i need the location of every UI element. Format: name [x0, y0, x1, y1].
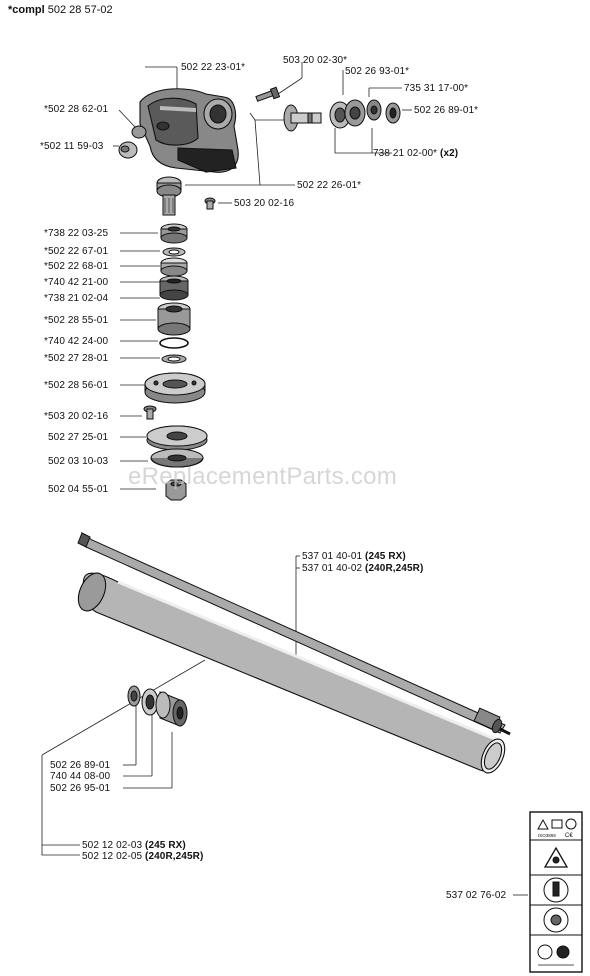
part-label: 502 27 25-01 — [48, 432, 109, 443]
watermark: eReplacementParts.com — [128, 463, 398, 490]
support-cup — [150, 448, 204, 468]
part-label: *503 20 02-16 — [44, 411, 109, 422]
part-label: *738 21 02-04 — [44, 293, 109, 304]
leader-line — [254, 119, 261, 186]
part-label: 502 12 02-05 (240R,245R) — [82, 851, 203, 862]
nut-part — [160, 223, 188, 244]
part-variant: (245 RX) — [145, 840, 186, 851]
drive-shaft — [77, 531, 511, 736]
part-label: 502 04 55-01 — [48, 484, 109, 495]
header-part-number: 502 28 57-02 — [47, 4, 113, 16]
bearing-housing — [157, 302, 191, 336]
part-label: 502 12 02-03 (245 RX) — [82, 840, 186, 851]
part-label: *502 22 68-01 — [44, 261, 109, 272]
part-label: 537 02 76-02 — [446, 890, 507, 901]
part-variant: (240R,245R) — [145, 851, 204, 862]
part-label: 502 26 89-01 — [50, 760, 111, 771]
support-cup — [146, 425, 208, 451]
nut-part — [366, 99, 401, 124]
gear-housing — [139, 88, 239, 173]
part-label: *502 22 67-01 — [44, 246, 109, 257]
part-label: 502 26 95-01 — [50, 783, 111, 794]
header-prefix: *compl — [8, 4, 45, 16]
part-number: 537 01 40-02 — [302, 563, 363, 574]
part-label: *740 42 24-00 — [44, 336, 109, 347]
part-label: 502 03 10-03 — [48, 456, 109, 467]
part-label: 502 26 89-01* — [414, 105, 479, 116]
part-label: *502 27 28-01 — [44, 353, 109, 364]
washer-part — [161, 354, 187, 364]
part-label: 735 31 17-00* — [404, 83, 469, 94]
washer-part — [162, 247, 186, 257]
screw-part — [204, 197, 216, 210]
part-label: *502 11 59-03 — [40, 141, 104, 152]
leader-line — [41, 845, 80, 856]
circlip-part — [159, 337, 189, 349]
part-number: 502 12 02-03 — [82, 840, 143, 851]
part-label: *738 22 03-25 — [44, 228, 109, 239]
screw-part — [143, 405, 157, 420]
part-label: *740 42 21-00 — [44, 277, 109, 288]
part-label: *502 28 56-01 — [44, 380, 109, 391]
bearing-part — [329, 99, 366, 129]
part-label: 537 01 40-01 (245 RX) — [302, 551, 406, 562]
warning-decal: C€ ISO3869 — [529, 811, 583, 973]
flange-part — [144, 372, 206, 404]
decal-ce-mark: C€ — [565, 833, 573, 839]
part-number: 502 12 02-05 — [82, 851, 143, 862]
part-label: 502 26 93-01* — [345, 66, 410, 77]
part-number: 537 01 40-01 — [302, 551, 363, 562]
coupling-part — [127, 685, 188, 727]
screw-part — [255, 86, 281, 102]
part-label: 537 01 40-02 (240R,245R) — [302, 563, 423, 574]
part-label: 740 44 08-00 — [50, 771, 111, 782]
part-number: 738 21 02-00* — [373, 148, 438, 159]
leader-line — [277, 77, 303, 95]
leader-line — [118, 109, 137, 129]
part-variant: (245 RX) — [365, 551, 406, 562]
pinion-gear — [156, 176, 182, 216]
part-label: 738 21 02-00* (x2) — [373, 148, 458, 159]
spacer-part — [160, 257, 188, 277]
decal-code: ISO3869 — [538, 833, 556, 838]
part-label: *502 28 62-01 — [44, 104, 109, 115]
tube-part — [77, 572, 506, 774]
part-label: 503 20 02-16 — [234, 198, 295, 209]
part-label: 503 20 02-30* — [283, 55, 348, 66]
leader-line — [41, 659, 206, 756]
part-label: 502 22 23-01* — [181, 62, 246, 73]
part-variant: (240R,245R) — [365, 563, 424, 574]
bevel-gear-shaft — [283, 104, 322, 132]
assembly-header: *compl 502 28 57-02 — [8, 4, 113, 16]
bearing-part — [159, 275, 189, 301]
leader-line — [334, 128, 373, 154]
part-label: 502 22 26-01* — [297, 180, 362, 191]
nut-part — [165, 479, 187, 501]
knob-part — [118, 125, 147, 159]
part-label: *502 28 55-01 — [44, 315, 109, 326]
part-quantity: (x2) — [440, 148, 459, 159]
